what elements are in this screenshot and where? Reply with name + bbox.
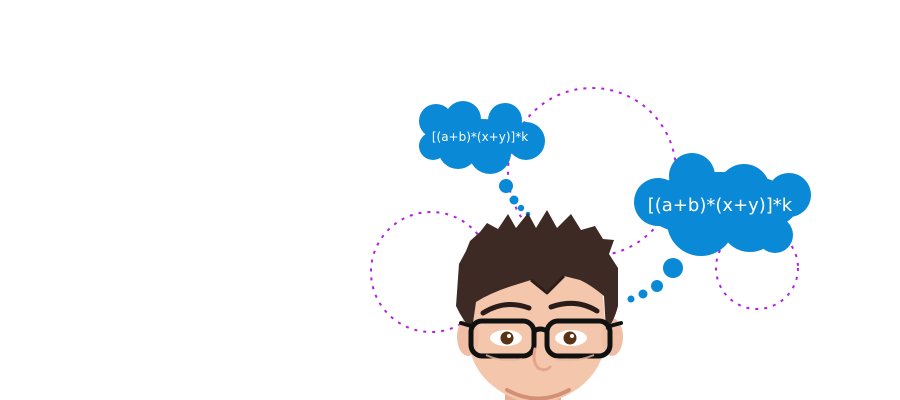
bubble-large-text: [(a+b)*(x+y)]*k	[648, 195, 793, 216]
left-eyebrow	[480, 301, 532, 316]
nose	[532, 347, 552, 372]
left-eye	[490, 330, 522, 346]
right-eye	[555, 330, 587, 346]
glasses	[459, 318, 623, 359]
character	[456, 210, 623, 400]
mouth	[505, 388, 571, 400]
thought-trail-small	[499, 179, 531, 217]
thought-trail-large	[627, 258, 683, 303]
right-eyebrow	[548, 300, 600, 314]
bubble-small-text: [(a+b)*(x+y)]*k	[432, 130, 528, 144]
thought-cloud-small: [(a+b)*(x+y)]*k	[419, 101, 545, 174]
hair	[456, 210, 618, 330]
dashed-circle-right	[715, 226, 799, 310]
thought-cloud-large: [(a+b)*(x+y)]*k	[634, 153, 811, 256]
